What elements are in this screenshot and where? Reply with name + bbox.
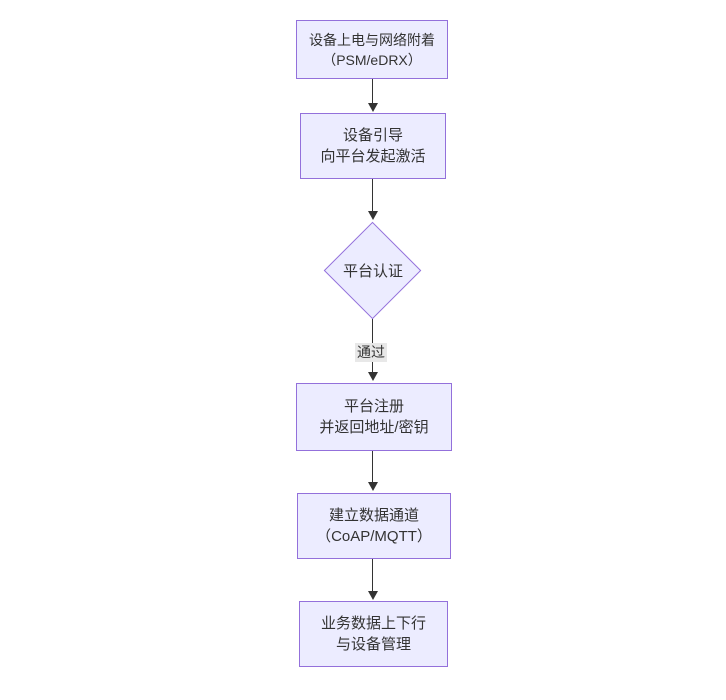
edge-channel-to-business xyxy=(372,559,373,591)
arrowhead-icon xyxy=(368,103,378,112)
node-text-line: 业务数据上下行 xyxy=(320,615,426,632)
node-power-attach: 设备上电与网络附着 （PSM/eDRX） xyxy=(296,20,448,79)
arrowhead-icon xyxy=(368,482,378,491)
node-text-line: 与设备管理 xyxy=(335,636,411,653)
node-text-line: 建立数据通道 xyxy=(328,507,419,524)
node-text-line: 设备上电与网络附着 xyxy=(309,31,435,48)
node-data-channel: 建立数据通道 （CoAP/MQTT） xyxy=(297,493,451,559)
node-text-line: 设备引导 xyxy=(342,127,403,144)
edge-power-to-bootstrap xyxy=(372,79,373,103)
node-platform-register: 平台注册 并返回地址/密钥 xyxy=(296,383,452,451)
node-business-data: 业务数据上下行 与设备管理 xyxy=(299,601,448,667)
decision-platform-auth-label: 平台认证 xyxy=(342,262,403,280)
edge-bootstrap-to-auth xyxy=(372,179,373,211)
edge-label-pass: 通过 xyxy=(355,343,387,362)
arrowhead-icon xyxy=(368,591,378,600)
node-text-line: 向平台发起激活 xyxy=(320,148,426,165)
node-text-line: 平台注册 xyxy=(343,398,404,415)
node-text-line: （PSM/eDRX） xyxy=(322,51,422,68)
edge-register-to-channel xyxy=(372,451,373,482)
arrowhead-icon xyxy=(368,372,378,381)
node-text-line: 并返回地址/密钥 xyxy=(319,419,429,436)
node-text-line: （CoAP/MQTT） xyxy=(316,528,432,545)
arrowhead-icon xyxy=(368,211,378,220)
node-bootstrap-activate: 设备引导 向平台发起激活 xyxy=(300,113,446,179)
